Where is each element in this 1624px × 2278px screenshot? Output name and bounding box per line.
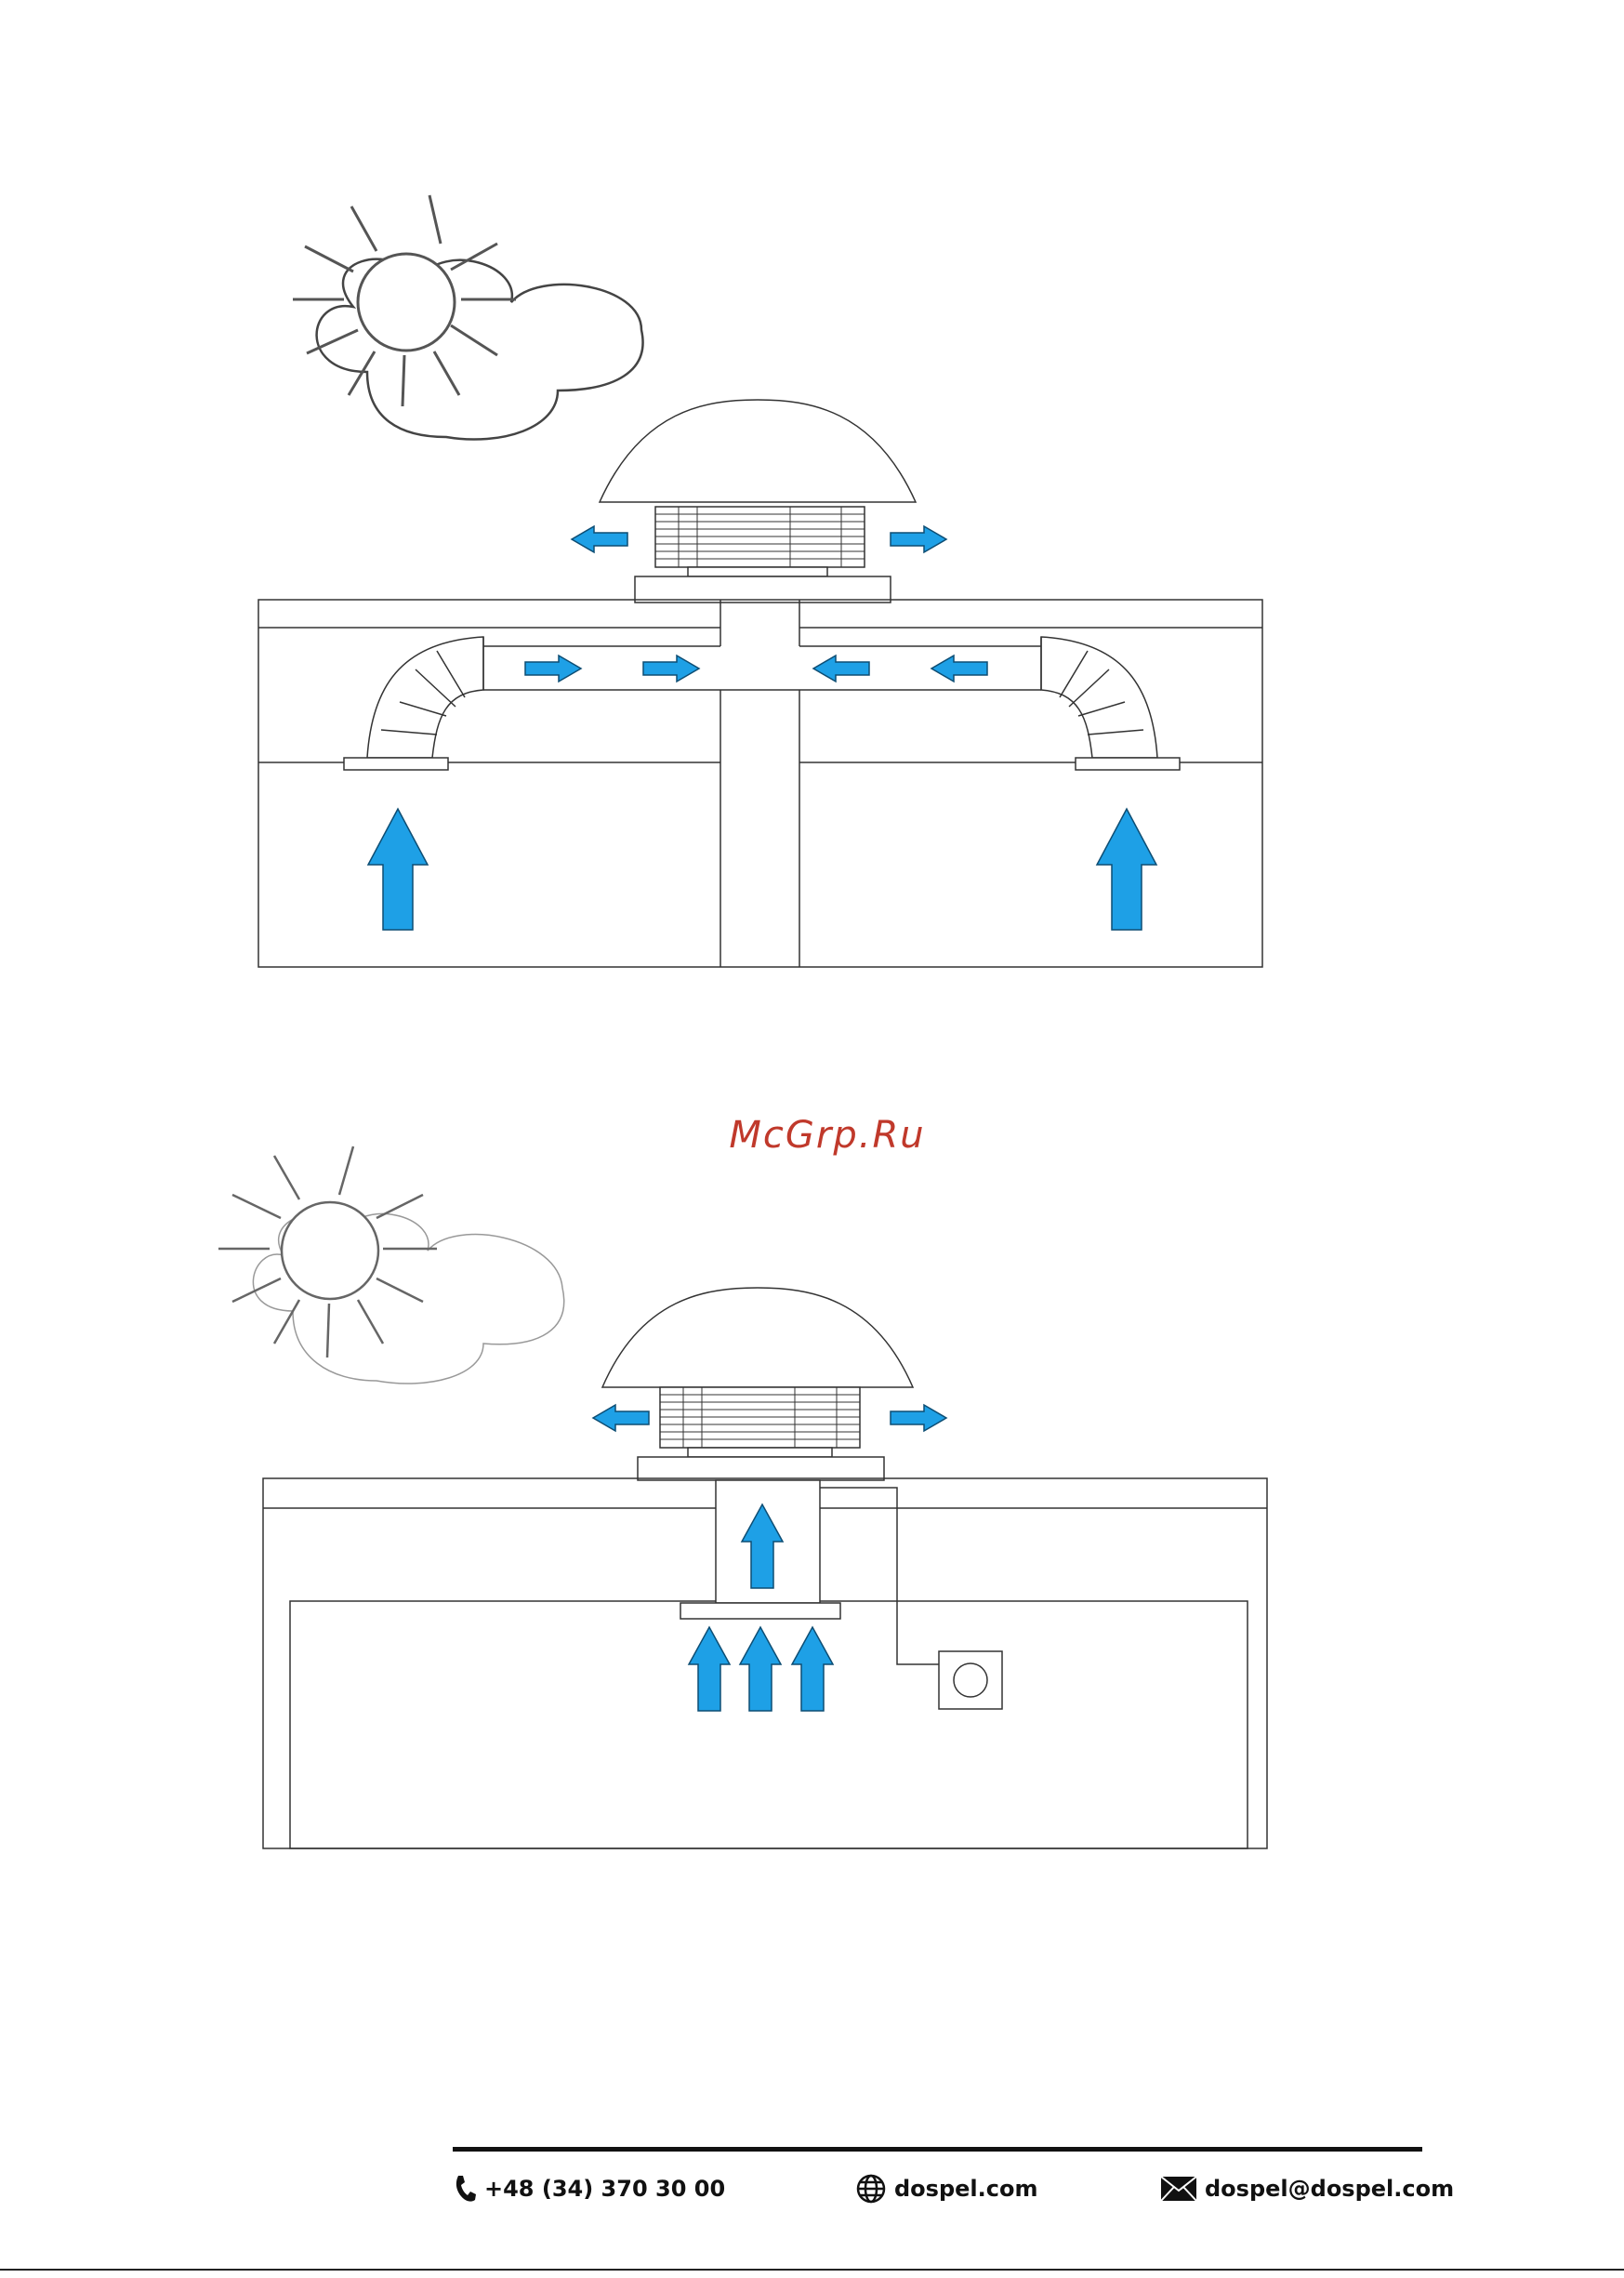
watermark: McGrp.Ru — [725, 1114, 930, 1157]
arrow-room-up-2 — [740, 1627, 781, 1711]
arrow-room-up-3 — [792, 1627, 833, 1711]
globe-icon — [855, 2173, 887, 2205]
diagram-top — [258, 195, 1262, 967]
roof-fan-bottom — [602, 1288, 913, 1480]
sun-icon — [293, 195, 516, 406]
sun-icon — [218, 1146, 437, 1358]
arrow-out-right — [891, 526, 946, 552]
arrow-room-up-1 — [689, 1627, 730, 1711]
footer-email[interactable]: dospel@dospel.com — [1160, 2170, 1454, 2207]
arrow-duct-2 — [643, 656, 699, 682]
phone-number: +48 (34) 370 30 00 — [484, 2176, 725, 2202]
arrow-duct-3 — [813, 656, 869, 682]
controller-box — [939, 1651, 1002, 1709]
diagram-bottom — [218, 1146, 1267, 1848]
envelope-icon — [1160, 2176, 1197, 2202]
arrow-up-right — [1097, 809, 1156, 930]
arrow-out-left — [572, 526, 627, 552]
footer-phone[interactable]: +48 (34) 370 30 00 — [453, 2170, 725, 2207]
email-address: dospel@dospel.com — [1205, 2176, 1454, 2202]
arrow-out-left — [593, 1405, 649, 1431]
arrow-up-left — [368, 809, 428, 930]
phone-icon — [453, 2174, 477, 2204]
roof-fan-top — [600, 400, 916, 603]
footer-divider — [453, 2147, 1422, 2152]
website-link: dospel.com — [894, 2176, 1037, 2202]
arrow-duct-1 — [525, 656, 581, 682]
arrow-duct-4 — [931, 656, 987, 682]
page-bottom-line — [0, 2269, 1624, 2271]
arrow-out-right — [891, 1405, 946, 1431]
footer-website[interactable]: dospel.com — [855, 2170, 1037, 2207]
